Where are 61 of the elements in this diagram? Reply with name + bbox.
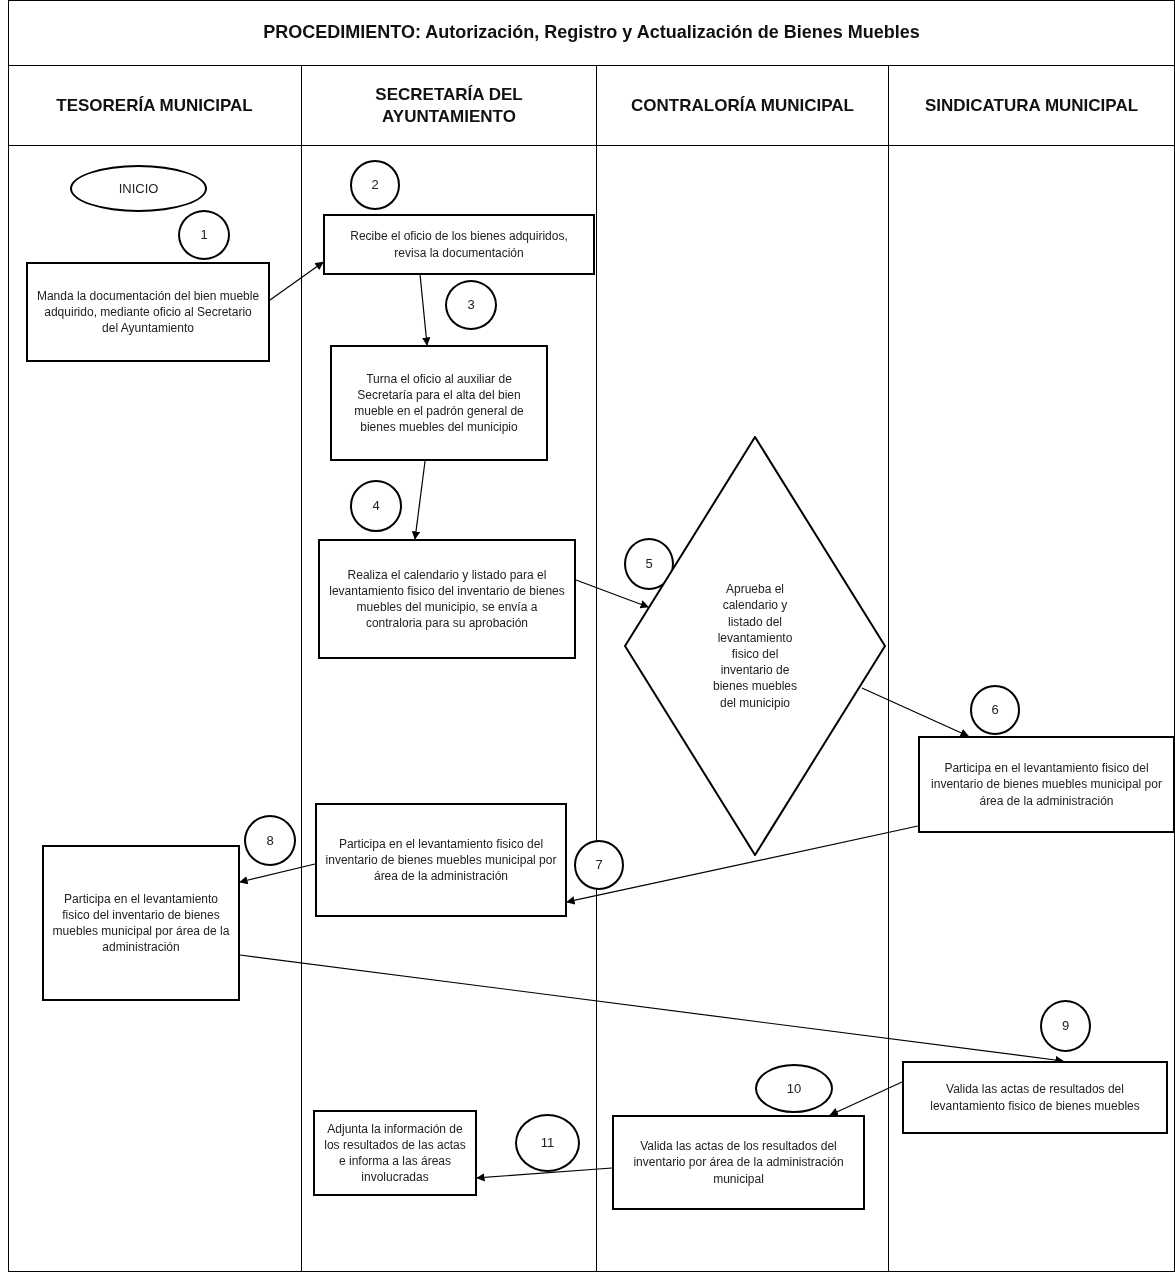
step-text: Adjunta la información de los resultados de las actas e informa a las áreas involucradas	[323, 1120, 467, 1186]
process-box	[315, 803, 567, 917]
arrow	[566, 825, 919, 905]
swimlane	[8, 66, 302, 1272]
step-number: 5	[645, 555, 653, 574]
process-box	[318, 539, 576, 659]
arrow	[411, 460, 426, 540]
step-number-circle	[350, 160, 400, 210]
step-text: Participa en el levantamiento fisico del inventario de bienes muebles municipal por área de la administración	[52, 890, 230, 956]
step-number: 3	[467, 296, 475, 315]
step-text: Valida las actas de resultados del levantamiento fisico de bienes muebles	[929, 1081, 1141, 1114]
step-number: 10	[786, 1079, 802, 1098]
arrow	[861, 687, 969, 737]
step-number: 1	[200, 226, 208, 245]
step-number-circle	[755, 1064, 833, 1113]
process-box	[330, 345, 548, 461]
step-number: 7	[595, 856, 603, 875]
step-number: 2	[371, 176, 379, 195]
step-number: 8	[266, 831, 274, 850]
step-text: Participa en el levantamiento fisico del inventario de bienes muebles municipal por área de la administración	[325, 835, 557, 885]
arrow	[575, 579, 649, 609]
step-number-circle	[970, 685, 1020, 735]
swimlane	[302, 66, 597, 1272]
step-number-circle	[1040, 1000, 1091, 1052]
step-text: Manda la documentación del bien mueble adquirido, mediante oficio al Secretario del Ayuntamiento	[36, 287, 260, 337]
lane-heading: TESORERÍA MUNICIPAL	[56, 94, 253, 117]
process-box	[323, 214, 595, 275]
process-box	[902, 1061, 1168, 1134]
step-number-circle	[574, 840, 624, 890]
lane-heading: SECRETARÍA DEL AYUNTAMIENTO	[374, 84, 524, 127]
step-number-circle	[624, 538, 674, 590]
step-number-circle	[515, 1114, 580, 1172]
step-number: 4	[372, 497, 380, 516]
step-number-circle	[445, 280, 497, 330]
process-box	[313, 1110, 477, 1196]
arrow	[419, 274, 431, 346]
step-number: 9	[1061, 1017, 1070, 1036]
step-number: 6	[991, 701, 999, 720]
arrow	[239, 863, 316, 885]
step-text: Recibe el oficio de los bienes adquiridos, revisa la documentación	[349, 228, 569, 261]
process-box	[26, 262, 270, 362]
arrow	[476, 1167, 613, 1182]
step-text: Turna el oficio al auxiliar de Secretaría para el alta del bien mueble en el padrón general de bienes muebles del municipio	[353, 370, 525, 436]
lane-heading: CONTRALORÍA MUNICIPAL	[631, 94, 854, 117]
step-text: Realiza el calendario y listado para el levantamiento fisico del inventario de bienes muebles del municipio, se envía a contraloria para su aprobación	[328, 566, 566, 632]
process-box	[42, 845, 240, 1001]
arrow	[269, 261, 324, 301]
step-number-circle	[350, 480, 402, 532]
lane-heading: SINDICATURA MUNICIPAL	[924, 94, 1139, 117]
step-text: Aprueba el calendario y listado del levantamiento fisico del inventario de bienes muebles del municipio	[712, 582, 798, 710]
process-box	[918, 736, 1175, 833]
step-number-circle	[178, 210, 230, 260]
arrow	[829, 1081, 903, 1116]
diagram-title: PROCEDIMIENTO: Autorización, Registro y Actualización de Bienes Muebles	[263, 21, 920, 44]
step-text: Valida las actas de los resultados del inventario por área de la administración municipal	[632, 1138, 845, 1187]
step-text: Participa en el levantamiento fisico del inventario de bienes muebles municipal por área de la administración	[930, 760, 1163, 809]
swimlane	[597, 66, 889, 1272]
step-number-circle	[244, 815, 296, 866]
step-number: 11	[540, 1134, 555, 1153]
step-text: INICIO	[118, 179, 159, 198]
process-box	[612, 1115, 865, 1210]
